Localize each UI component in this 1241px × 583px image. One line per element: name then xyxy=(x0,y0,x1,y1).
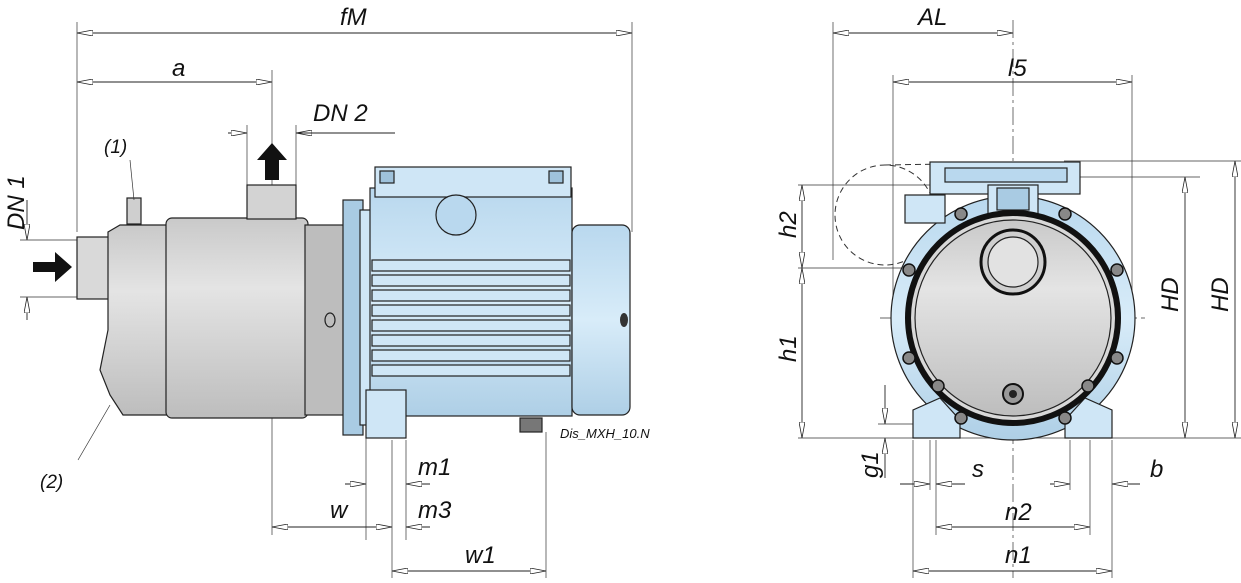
dim-label-w1: w1 xyxy=(465,542,496,569)
flange-bolt xyxy=(931,379,945,393)
flange-bolt xyxy=(902,351,916,365)
pump-hydraulic-body xyxy=(76,184,373,436)
dim-label-DN2: DN 2 xyxy=(313,100,368,127)
dim-label-a: a xyxy=(172,55,185,82)
dim-label-AL: AL xyxy=(916,4,947,31)
flange-bolt xyxy=(1058,411,1072,425)
dim-label-h1: h1 xyxy=(775,335,802,362)
dim-label-n1: n1 xyxy=(1005,542,1032,569)
flange-bolt xyxy=(1081,379,1095,393)
dim-label-l5: l5 xyxy=(1008,55,1027,82)
pump-flange xyxy=(905,210,1121,426)
side-view: fM a DN 2 DN 1 (1) (2) m1 m3 w w1 Dis_MX… xyxy=(3,4,650,578)
dim-label-HD-outer: HD xyxy=(1207,277,1234,312)
flange-bolt xyxy=(954,207,968,221)
front-dimension-lines xyxy=(802,33,1235,571)
front-view: AL l5 h2 h1 HD HD g1 s b n2 n1 xyxy=(775,4,1241,578)
flange-bolt xyxy=(902,263,916,277)
dim-label-s: s xyxy=(972,456,984,483)
callout-2: (2) xyxy=(40,472,63,493)
flange-bolt xyxy=(954,411,968,425)
callout-1: (1) xyxy=(104,137,127,158)
flow-arrows xyxy=(33,143,287,282)
inlet-flow-arrow xyxy=(33,252,72,282)
dim-label-m3: m3 xyxy=(418,497,452,524)
flange-bolt xyxy=(1058,207,1072,221)
dim-label-DN1: DN 1 xyxy=(3,175,30,230)
dim-label-w: w xyxy=(330,497,349,524)
motor-cooling-fins xyxy=(371,259,571,377)
outlet-flow-arrow xyxy=(257,143,287,180)
flange-bolt xyxy=(1110,263,1124,277)
dim-label-h2: h2 xyxy=(775,211,802,238)
pump-motor xyxy=(365,166,631,439)
dim-label-HD-inner: HD xyxy=(1157,277,1184,312)
side-dimension-lines xyxy=(27,33,632,571)
dim-label-fM: fM xyxy=(340,4,367,31)
dim-label-g1: g1 xyxy=(857,451,884,478)
front-feet xyxy=(912,397,1113,439)
dim-label-b: b xyxy=(1150,456,1163,483)
dim-label-n2: n2 xyxy=(1005,499,1032,526)
drawing-code: Dis_MXH_10.N xyxy=(560,426,650,441)
flange-bolts xyxy=(902,207,1124,425)
flange-bolt xyxy=(1110,351,1124,365)
dim-label-m1: m1 xyxy=(418,454,451,481)
